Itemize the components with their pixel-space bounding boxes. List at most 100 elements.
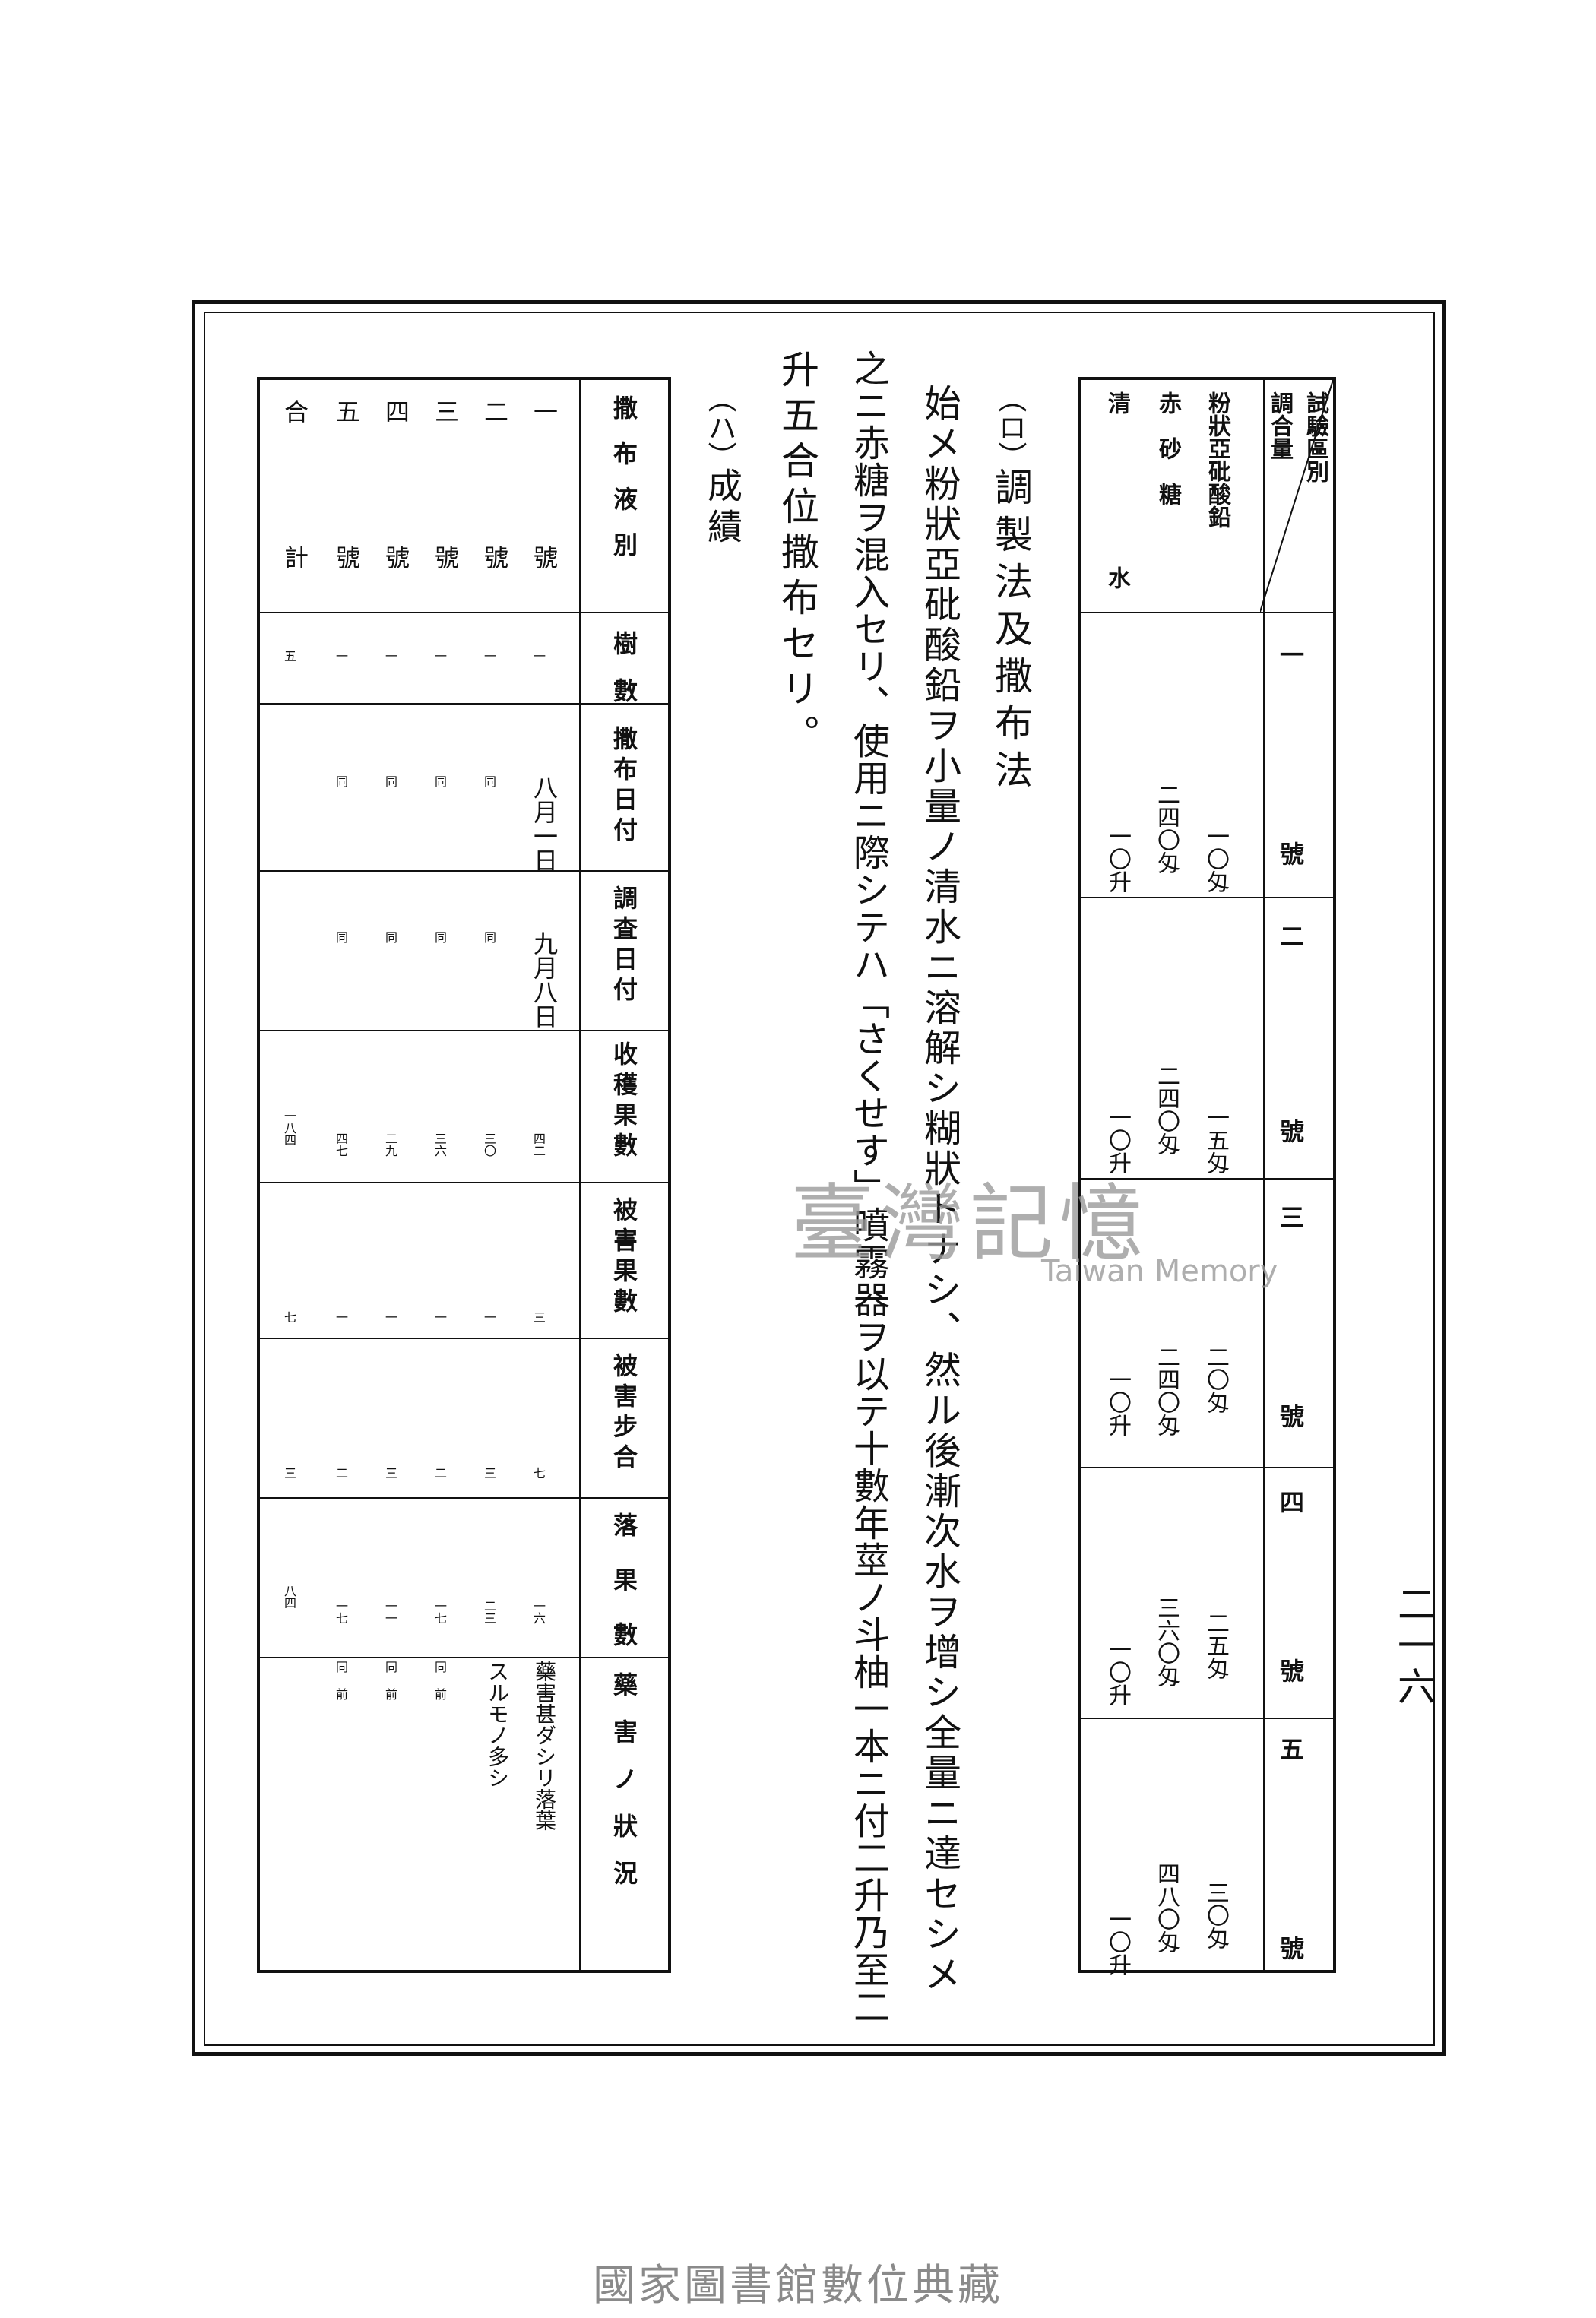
result-spray-date: 同 (482, 775, 496, 787)
result-trees: 一 (334, 650, 348, 662)
mix-col-label: 一號 (1276, 642, 1305, 1040)
result-total-rate: 三 (282, 1467, 296, 1479)
result-damaged: 一 (432, 1311, 447, 1323)
result-damaged: 一 (334, 1311, 348, 1323)
mix-table (1078, 377, 1336, 1973)
mix-row-line (1081, 897, 1333, 898)
result-trees: 一 (432, 650, 447, 662)
result-harvest: 三六 (432, 1132, 447, 1157)
mix-row-line (1081, 1467, 1333, 1468)
mix-header-diagonal (1260, 380, 1333, 612)
result-header: 收穫果數 (610, 1041, 638, 1163)
result-trees: 一 (482, 650, 496, 662)
page-number: 二一六 (1392, 1585, 1436, 1708)
result-trees: 一 (383, 650, 397, 662)
result-harvest: 四七 (334, 1132, 348, 1157)
result-rate: 七 (531, 1467, 546, 1479)
mix-row-label: 清水 (1104, 391, 1130, 741)
result-row-line (260, 612, 668, 613)
result-header: 樹數 (610, 631, 638, 725)
result-fallen: 一六 (531, 1600, 546, 1624)
result-harvest: 二九 (383, 1132, 397, 1157)
result-survey-date: 九月八日 (530, 931, 559, 1028)
mix-value: 一〇升 (1104, 1638, 1131, 1706)
result-injury: 同前 (334, 1661, 348, 1715)
result-row-id: 一號 (530, 399, 559, 691)
mix-value: 二四〇匁 (1153, 1064, 1180, 1155)
result-header: 被害步合 (610, 1353, 638, 1474)
result-row-line (260, 1657, 668, 1658)
mix-value: 三〇匁 (1202, 1881, 1229, 1949)
result-damaged: 一 (383, 1311, 397, 1323)
result-spray-date: 八月一日 (530, 775, 559, 872)
mix-value: 二四〇匁 (1153, 1345, 1180, 1436)
mix-value: 一五匁 (1202, 1106, 1229, 1174)
result-fallen: 一七 (334, 1600, 348, 1624)
page-frame-inner (204, 312, 1435, 2046)
result-survey-date: 同 (482, 931, 496, 943)
section-ha-title: 成績 (702, 467, 743, 549)
result-spray-date: 同 (383, 775, 397, 787)
result-total-damaged: 七 (282, 1311, 296, 1323)
result-damaged: 三 (531, 1311, 546, 1323)
section-ro-title: 調製法及撒布法 (989, 467, 1033, 797)
result-header: 調査日付 (610, 885, 638, 1007)
mix-header-bottom: 調合量 (1266, 391, 1293, 460)
result-total-label: 合計 (280, 399, 309, 691)
result-rate: 三 (482, 1467, 496, 1479)
page-frame-outer (192, 300, 1446, 2056)
result-row-line (260, 1497, 668, 1499)
result-survey-date: 同 (383, 931, 397, 943)
result-total-fallen: 八四 (282, 1585, 296, 1609)
mix-row-line (1081, 1718, 1333, 1719)
result-row-id: 四號 (382, 399, 410, 691)
result-header: 藥害ノ狀況 (610, 1672, 638, 1908)
section-ro-label: （ロ） (993, 384, 1027, 470)
result-row-id: 二號 (480, 399, 509, 691)
mix-value: 三六〇匁 (1153, 1596, 1180, 1687)
result-survey-date: 同 (432, 931, 447, 943)
result-header: 被害果數 (610, 1197, 638, 1319)
result-header-divider (579, 380, 581, 1970)
result-table (257, 377, 671, 1973)
mix-value: 一〇匁 (1202, 825, 1229, 893)
mix-col-label: 三號 (1276, 1205, 1305, 1603)
mix-row-line (1081, 612, 1333, 613)
mix-value: 二五匁 (1202, 1611, 1229, 1680)
mix-value: 二〇匁 (1202, 1345, 1229, 1414)
section-ha-label: （ハ） (703, 384, 736, 470)
result-row-id: 五號 (332, 399, 361, 691)
mix-row-label: 赤砂糖 (1154, 391, 1181, 528)
prose-line: 之ニ赤糖ヲ混入セリ、使用ニ際シテハ「さくせす」噴霧器ヲ以テ十數年莖ノ斗柚一本ニ付… (847, 350, 889, 2025)
watermark-en: Taiwan Memory (1041, 1254, 1278, 1289)
watermark: 臺灣記憶 Taiwan Memory (790, 1155, 1278, 1289)
prose-line: 升五合位撒布セリ。 (775, 350, 819, 760)
result-injury: 同前 (432, 1661, 447, 1715)
result-row-line (260, 870, 668, 872)
mix-row-label: 粉狀亞砒酸鉛 (1204, 391, 1230, 528)
result-spray-date: 同 (432, 775, 447, 787)
mix-col-label: 二號 (1276, 923, 1305, 1314)
result-fallen: 一七 (432, 1600, 447, 1624)
result-injury: スルモノ多シ (485, 1661, 510, 1788)
mix-value: 一〇升 (1104, 825, 1131, 893)
mix-header-divider (1263, 380, 1265, 1970)
result-fallen: 一一 (383, 1600, 397, 1624)
result-injury: 藥害甚ダシリ落葉 (532, 1661, 557, 1831)
result-row-line (260, 1030, 668, 1031)
result-header: 撒布日付 (610, 726, 638, 847)
mix-value: 四八〇匁 (1153, 1862, 1180, 1953)
mix-col-label: 五號 (1276, 1737, 1305, 2135)
result-spray-date: 同 (334, 775, 348, 787)
mix-col-label: 四號 (1276, 1490, 1305, 1827)
result-row-line (260, 703, 668, 705)
mix-row-line (1081, 1178, 1333, 1180)
mix-value: 一〇升 (1104, 1368, 1131, 1436)
result-harvest: 三〇 (482, 1132, 496, 1157)
mix-value: 一〇升 (1104, 1908, 1131, 1976)
mix-value: 二四〇匁 (1153, 783, 1180, 874)
result-harvest: 四二 (531, 1132, 546, 1157)
result-damaged: 一 (482, 1311, 496, 1323)
footer-archive-caption: 國家圖書館數位典藏 (593, 2261, 1003, 2310)
